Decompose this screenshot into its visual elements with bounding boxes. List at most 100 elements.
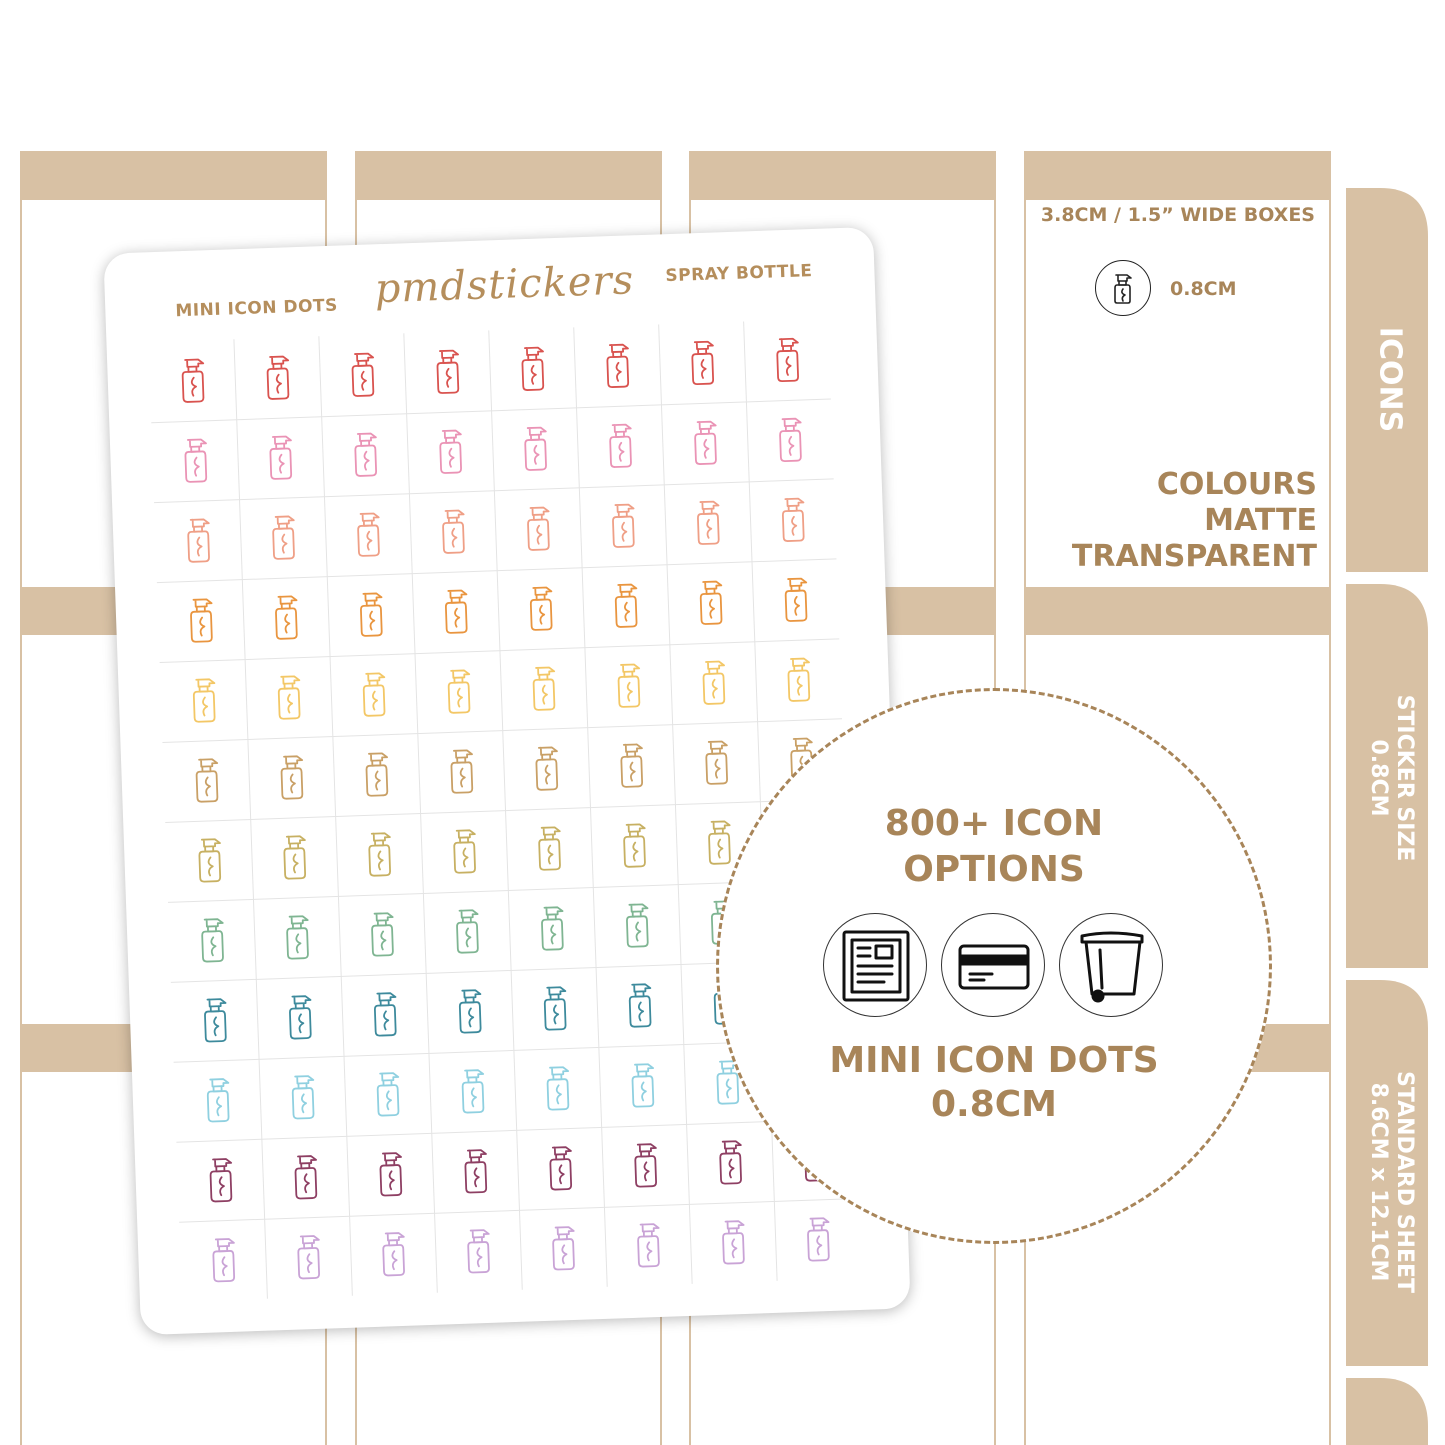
spray-bottle-icon — [621, 900, 653, 951]
spray-bottle-icon — [191, 755, 223, 806]
spray-bottle-icon — [287, 1072, 319, 1123]
spray-bottle-icon — [687, 337, 719, 388]
spray-bottle-icon — [616, 740, 648, 791]
spray-bottle-icon — [262, 352, 294, 403]
spray-bottle-icon — [361, 749, 393, 800]
spray-bottle-icon — [378, 1229, 410, 1280]
spray-bottle-icon — [208, 1235, 240, 1286]
spray-bottle-icon — [290, 1152, 322, 1203]
spray-bottle-icon — [522, 503, 554, 554]
box-width-label: 3.8CM / 1.5” WIDE BOXES — [1040, 204, 1315, 226]
spray-bottle-icon — [624, 980, 656, 1031]
sheet-title-right: SPRAY BOTTLE — [665, 261, 813, 287]
tab-sticker-size-label: STICKER SIZE 0.8CM — [1365, 633, 1417, 923]
spray-bottle-icon — [284, 992, 316, 1043]
spray-bottle-icon — [602, 340, 634, 391]
spray-bottle-icon — [347, 349, 379, 400]
spray-bottle-icon — [717, 1217, 749, 1268]
spray-bottle-icon — [194, 835, 226, 886]
spray-bottle-icon — [446, 746, 478, 797]
tab-icons-label: ICONS — [1372, 326, 1408, 433]
spray-bottle-icon — [607, 500, 639, 551]
spray-bottle-icon — [618, 820, 650, 871]
spray-bottle-icon — [454, 986, 486, 1037]
size-label: 0.8CM — [1170, 278, 1237, 300]
spray-bottle-icon — [440, 586, 472, 637]
spray-bottle-icon — [177, 355, 209, 406]
tab-sticker-size-line1: STICKER SIZE — [1392, 694, 1417, 862]
spray-bottle-icon — [531, 743, 563, 794]
spray-bottle-icon — [435, 426, 467, 477]
spray-bottle-icon — [783, 654, 815, 705]
spray-bottle-icon — [777, 494, 809, 545]
spray-bottle-icon — [293, 1232, 325, 1283]
spray-bottle-icon — [772, 334, 804, 385]
document-icon — [823, 913, 927, 1017]
spray-bottle-icon — [350, 429, 382, 480]
transparent-label: TRANSPARENT — [1071, 539, 1317, 574]
spray-bottle-icon — [632, 1220, 664, 1271]
spray-bottle-icon — [197, 915, 229, 966]
badge-headline: 800+ ICON OPTIONS — [719, 801, 1269, 893]
spray-bottle-icon — [525, 583, 557, 634]
spray-bottle-icon — [432, 346, 464, 397]
spray-bottle-icon — [520, 423, 552, 474]
spray-bottle-icon — [695, 577, 727, 628]
spray-bottle-icon — [369, 989, 401, 1040]
tab-sticker-size-line2: 0.8CM — [1366, 739, 1391, 817]
tab-standard-sheet-line2: 8.6CM x 12.1CM — [1366, 1082, 1391, 1282]
tab-standard-sheet-label: STANDARD SHEET 8.6CM x 12.1CM — [1365, 1017, 1417, 1347]
spray-bottle-icon — [703, 817, 735, 868]
spray-bottle-icon — [268, 512, 300, 563]
spray-bottle-icon — [265, 432, 297, 483]
matte-label: MATTE — [1204, 503, 1317, 538]
spray-bottle-icon — [366, 909, 398, 960]
spray-bottle-icon — [364, 829, 396, 880]
spray-bottle-icon — [1095, 260, 1151, 316]
spray-bottle-icon — [692, 497, 724, 548]
spray-bottle-icon — [534, 823, 566, 874]
spray-bottle-icon — [802, 1214, 834, 1265]
spray-bottle-icon — [701, 737, 733, 788]
spray-bottle-icon — [202, 1075, 234, 1126]
spray-bottle-icon — [355, 589, 387, 640]
spray-bottle-icon — [185, 595, 217, 646]
spray-bottle-icon — [372, 1069, 404, 1120]
spray-bottle-icon — [188, 675, 220, 726]
spray-bottle-icon — [276, 752, 308, 803]
spray-bottle-icon — [547, 1223, 579, 1274]
credit-card-icon — [941, 913, 1045, 1017]
spray-bottle-icon — [536, 903, 568, 954]
wheelie-bin-icon — [1059, 913, 1163, 1017]
spray-bottle-icon — [463, 1226, 495, 1277]
spray-bottle-icon — [457, 1066, 489, 1117]
spray-bottle-icon — [180, 435, 212, 486]
badge-line2: OPTIONS — [903, 849, 1085, 890]
spray-bottle-icon — [352, 509, 384, 560]
spray-bottle-icon — [449, 826, 481, 877]
sheet-title-left: MINI ICON DOTS — [175, 295, 339, 322]
spray-bottle-icon — [630, 1140, 662, 1191]
sticker-sheet: MINI ICON DOTS pmdstickers SPRAY BOTTLE — [103, 226, 911, 1336]
spray-bottle-icon — [613, 660, 645, 711]
spray-bottle-icon — [539, 983, 571, 1034]
spray-bottle-icon — [715, 1137, 747, 1188]
badge-line3: MINI ICON DOTS — [829, 1040, 1159, 1081]
spray-bottle-icon — [517, 343, 549, 394]
spray-bottle-icon — [281, 912, 313, 963]
badge-footer: MINI ICON DOTS 0.8CM — [719, 1039, 1269, 1127]
brand-logo: pmdstickers — [373, 257, 635, 313]
badge-line4: 0.8CM — [930, 1084, 1058, 1125]
spray-bottle-icon — [610, 580, 642, 631]
spray-bottle-icon — [375, 1149, 407, 1200]
finish-options: COLOURS MATTE TRANSPARENT — [1025, 467, 1317, 575]
spray-bottle-icon — [443, 666, 475, 717]
spray-bottle-icon — [460, 1146, 492, 1197]
spray-bottle-icon — [270, 592, 302, 643]
spray-bottle-icon — [358, 669, 390, 720]
badge-line1: 800+ ICON — [884, 803, 1104, 844]
spray-bottle-icon — [627, 1060, 659, 1111]
spray-bottle-icon — [689, 417, 721, 468]
spray-bottle-icon — [273, 672, 305, 723]
spray-bottle-icon — [199, 995, 231, 1046]
